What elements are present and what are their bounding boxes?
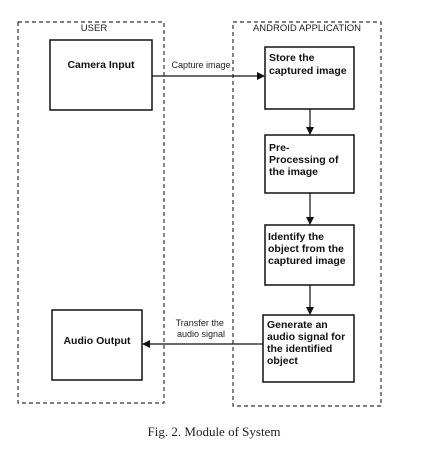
user-lane [17, 21, 165, 404]
audio-output-label: Audio Output [63, 335, 131, 347]
user-lane-title: USER [81, 23, 108, 34]
camera-input-label: Camera Input [67, 59, 135, 71]
transfer-audio-label: Transfer the audio signal [176, 318, 227, 339]
identify-object-box: Identify the object from the captured im… [264, 224, 355, 286]
generate-audio-box: Generate an audio signal for the identif… [262, 314, 355, 383]
audio-output-box: Audio Output [51, 309, 143, 381]
figure-caption: Fig. 2. Module of System [147, 424, 281, 439]
store-image-label: Store the captured image [269, 52, 347, 77]
capture-image-label: Capture image [171, 60, 230, 70]
android-lane [232, 21, 382, 407]
camera-input-box: Camera Input [49, 39, 153, 111]
store-image-box: Store the captured image [264, 46, 355, 110]
preprocessing-label: Pre- Processing of the image [269, 142, 341, 178]
android-lane-title: ANDROID APPLICATION [253, 23, 361, 34]
identify-object-label: Identify the object from the captured im… [268, 231, 347, 267]
preprocessing-box: Pre- Processing of the image [264, 134, 355, 194]
generate-audio-label: Generate an audio signal for the identif… [267, 319, 348, 367]
